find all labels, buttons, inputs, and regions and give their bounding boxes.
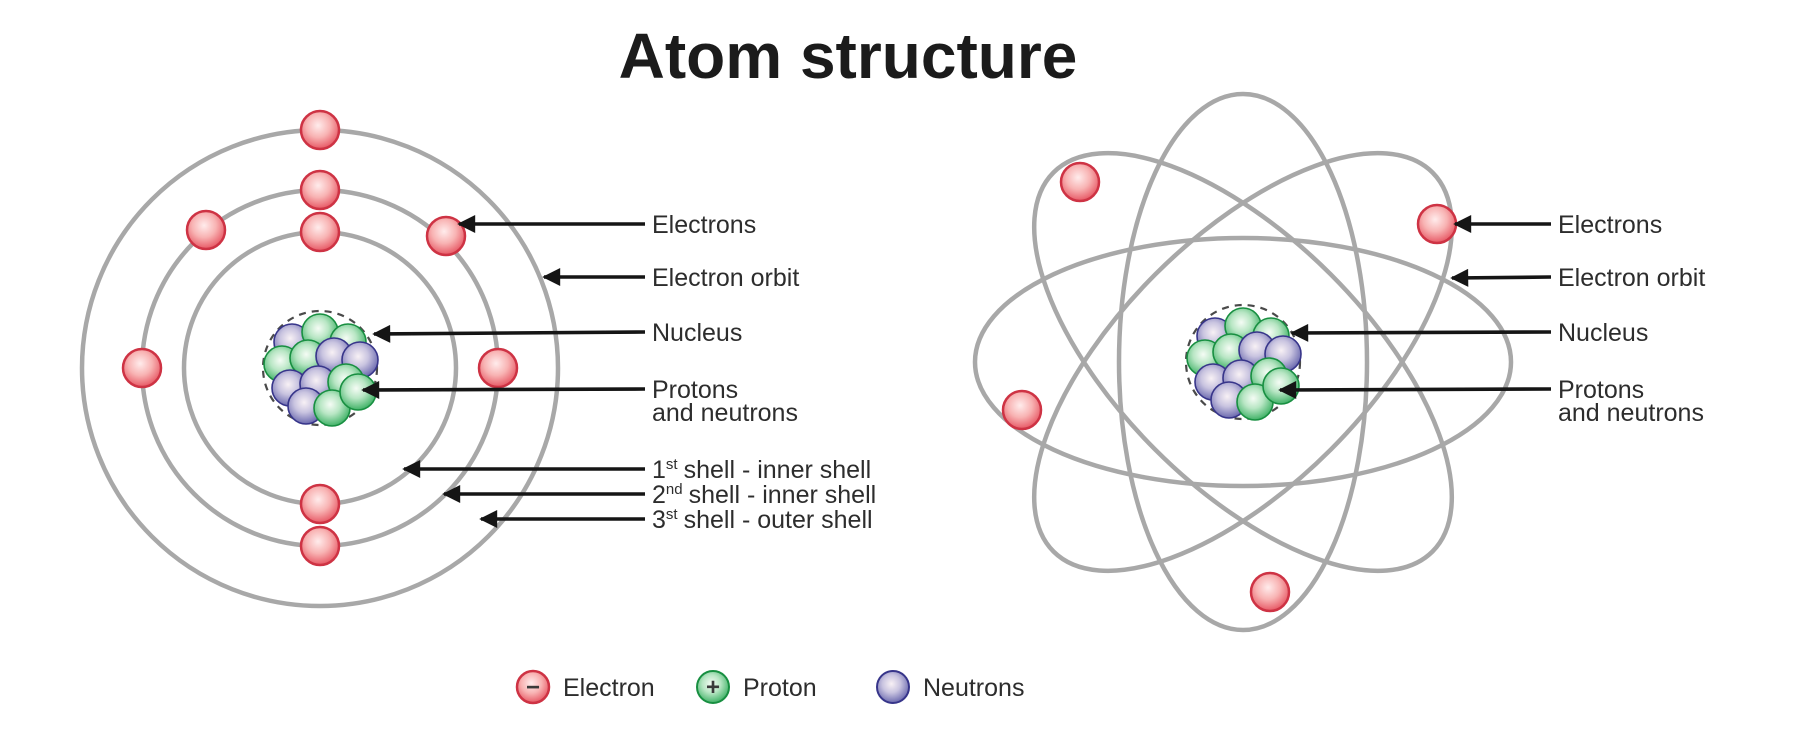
orbit-ellipses: [972, 91, 1514, 633]
left-callout-arrows: [361, 215, 646, 528]
orbit-ellipse: [1116, 91, 1370, 633]
arrow-nucleus: [372, 324, 646, 343]
electron: [299, 109, 341, 151]
shell-ordinal-suffix: st: [666, 506, 679, 523]
shell-ordinal: 1: [652, 456, 666, 484]
shell-text: shell - inner shell: [684, 456, 872, 484]
arrow-protons-neutrons: [361, 380, 646, 399]
label-electrons: Electrons: [1558, 211, 1662, 239]
label-electron-orbit: Electron orbit: [1558, 264, 1705, 292]
electron: [477, 347, 519, 389]
label-protons-line2: and neutrons: [1558, 399, 1704, 427]
page-title: Atom structure: [619, 20, 1078, 92]
legend-neutrons-label: Neutrons: [923, 674, 1024, 702]
shell-ordinal: 2: [652, 481, 666, 509]
electron: [1416, 203, 1458, 245]
label-first-shell: 1st shell - inner shell: [652, 456, 871, 484]
plus-icon: +: [706, 674, 720, 701]
right-atom-orbital-model: Electrons Electron orbit Nucleus Protons…: [972, 91, 1705, 633]
orbit-ellipse: [972, 235, 1514, 489]
label-second-shell: 2nd shell - inner shell: [652, 481, 876, 509]
left-labels: Electrons Electron orbit Nucleus Protons…: [652, 211, 876, 534]
electron: [1249, 571, 1291, 613]
proton-sphere: [1262, 367, 1300, 405]
legend-proton-label: Proton: [743, 674, 817, 702]
electron: [1059, 161, 1101, 203]
label-protons-line1: Protons: [1558, 376, 1644, 404]
arrow-protons-neutrons: [1278, 380, 1552, 399]
legend-electron-label: Electron: [563, 674, 655, 702]
orbit-ellipse: [1031, 150, 1455, 574]
label-protons-line1: Protons: [652, 376, 738, 404]
neutron-legend-icon: [876, 670, 910, 704]
minus-icon: −: [526, 674, 540, 701]
electron-legend-icon: [515, 669, 551, 705]
arrow-electron-orbit: [1450, 268, 1552, 287]
arrow-nucleus: [1290, 323, 1552, 342]
right-nucleus-cluster: [1186, 307, 1302, 421]
proton-sphere: [339, 373, 377, 411]
shell-ordinal-suffix: st: [666, 456, 679, 473]
label-electrons: Electrons: [652, 211, 756, 239]
electron: [1001, 389, 1043, 431]
orbit-ellipse: [1031, 150, 1455, 574]
shell-ordinal: 3: [652, 506, 666, 534]
right-callout-arrows: [1278, 215, 1552, 399]
shell-text: shell - outer shell: [684, 506, 873, 534]
legend: − Electron + Proton Neutrons: [515, 669, 1024, 705]
label-third-shell: 3st shell - outer shell: [652, 506, 873, 534]
right-labels: Electrons Electron orbit Nucleus Protons…: [1558, 211, 1705, 427]
proton-legend-icon: [696, 670, 730, 704]
electron: [425, 215, 467, 257]
label-electron-orbit: Electron orbit: [652, 264, 799, 292]
left-nucleus-cluster: [263, 313, 379, 427]
electron: [299, 525, 341, 567]
shell-text: shell - inner shell: [689, 481, 877, 509]
electron: [299, 169, 341, 211]
label-protons-line2: and neutrons: [652, 399, 798, 427]
label-nucleus: Nucleus: [652, 319, 742, 347]
electron: [299, 211, 341, 253]
shell-ordinal-suffix: nd: [666, 481, 683, 498]
left-atom-bohr-model: Electrons Electron orbit Nucleus Protons…: [79, 109, 876, 609]
right-electrons: [1001, 161, 1458, 613]
electron: [299, 483, 341, 525]
electron: [185, 209, 227, 251]
left-electrons: [121, 109, 519, 567]
label-nucleus: Nucleus: [1558, 319, 1648, 347]
electron: [121, 347, 163, 389]
